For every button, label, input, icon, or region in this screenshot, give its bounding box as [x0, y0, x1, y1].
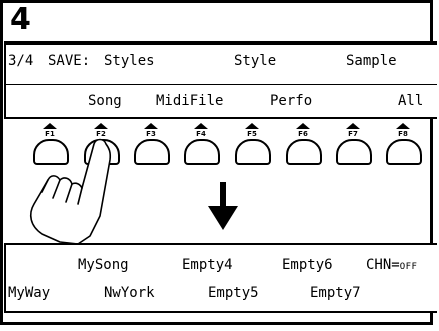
function-key-f4[interactable]: F4 [184, 123, 220, 165]
option-perfo[interactable]: Perfo [270, 93, 313, 109]
save-label: SAVE: [48, 53, 91, 69]
lcd-divider [6, 84, 437, 85]
key-label: F5 [247, 130, 257, 138]
arrow-up-icon [396, 123, 410, 129]
song-nwyork[interactable]: NwYork [104, 285, 155, 301]
key-label: F3 [146, 130, 156, 138]
lcd-row-save-options: Song MidiFile Perfo All [6, 91, 437, 111]
arrow-up-icon [245, 123, 259, 129]
arrow-up-icon [296, 123, 310, 129]
option-midifile[interactable]: MidiFile [156, 93, 224, 109]
song-empty6[interactable]: Empty6 [282, 257, 333, 273]
arrow-up-icon [94, 123, 108, 129]
channel-setting[interactable]: CHN=OFF [366, 255, 417, 277]
lcd-row-songs-2: MyWay NwYork Empty5 Empty7 [6, 283, 437, 303]
song-empty7[interactable]: Empty7 [310, 285, 361, 301]
option-styles[interactable]: Styles [104, 53, 155, 69]
lcd-row-songs-1: MySong Empty4 Empty6 CHN=OFF [6, 255, 437, 275]
key-cap[interactable] [286, 139, 322, 165]
option-song[interactable]: Song [88, 93, 122, 109]
key-cap[interactable] [184, 139, 220, 165]
instruction-frame [0, 0, 433, 325]
key-label: F6 [298, 130, 308, 138]
arrow-up-icon [43, 123, 57, 129]
function-key-f6[interactable]: F6 [286, 123, 322, 165]
lcd-row-save-header: 3/4 SAVE: Styles Style Sample [6, 51, 437, 71]
lcd-display-save-menu: 3/4 SAVE: Styles Style Sample Song MidiF… [4, 41, 437, 119]
key-label: F4 [196, 130, 206, 138]
chn-label: CHN= [366, 257, 400, 273]
key-label: F1 [45, 130, 55, 138]
function-key-f5[interactable]: F5 [235, 123, 271, 165]
song-empty4[interactable]: Empty4 [182, 257, 233, 273]
lcd-display-song-list: MySong Empty4 Empty6 CHN=OFF MyWay NwYor… [4, 243, 437, 313]
arrow-up-icon [194, 123, 208, 129]
function-key-f8[interactable]: F8 [386, 123, 422, 165]
key-cap[interactable] [33, 139, 69, 165]
key-label: F2 [96, 130, 106, 138]
function-key-f1[interactable]: F1 [33, 123, 69, 165]
option-sample[interactable]: Sample [346, 53, 397, 69]
song-empty5[interactable]: Empty5 [208, 285, 259, 301]
key-cap[interactable] [235, 139, 271, 165]
key-cap[interactable] [386, 139, 422, 165]
arrow-down-icon [208, 182, 238, 230]
key-cap[interactable] [134, 139, 170, 165]
function-key-f3[interactable]: F3 [134, 123, 170, 165]
pointing-hand-icon [29, 138, 112, 245]
key-label: F7 [348, 130, 358, 138]
option-all[interactable]: All [398, 93, 424, 109]
song-mysong[interactable]: MySong [78, 257, 129, 273]
key-label: F8 [398, 130, 408, 138]
chn-value: OFF [399, 262, 418, 272]
page-indicator: 3/4 [8, 53, 34, 69]
option-style[interactable]: Style [234, 53, 277, 69]
arrow-up-icon [346, 123, 360, 129]
key-cap[interactable] [336, 139, 372, 165]
function-key-f7[interactable]: F7 [336, 123, 372, 165]
step-number: 4 [10, 2, 31, 37]
song-myway[interactable]: MyWay [8, 285, 51, 301]
arrow-up-icon [144, 123, 158, 129]
